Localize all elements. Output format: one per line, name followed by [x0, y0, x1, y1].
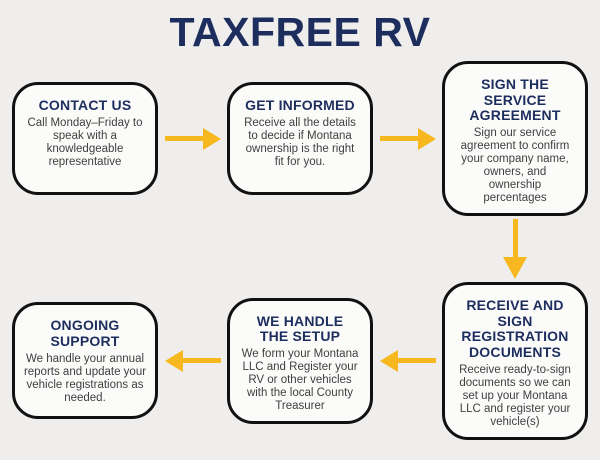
arrow-head — [202, 127, 221, 150]
arrow-head — [164, 349, 183, 372]
step-title: ONGOING SUPPORT — [50, 317, 120, 349]
step-box-we-handle-setup: WE HANDLE THE SETUP We form your Montana… — [227, 297, 373, 424]
step-box-sign-service-agreement: SIGN THE SERVICE AGREEMENT Sign our serv… — [442, 61, 588, 217]
arrow-shaft — [164, 136, 203, 142]
arrow-shaft — [379, 136, 418, 142]
step-box-ongoing-support: ONGOING SUPPORT We handle your annual re… — [12, 302, 158, 420]
arrow-head — [503, 257, 527, 280]
step-description: Receive all the details to decide if Mon… — [244, 116, 356, 168]
arrow-shaft — [397, 358, 436, 364]
step-box-get-informed: GET INFORMED Receive all the details to … — [227, 82, 373, 196]
arrow-down-icon — [442, 216, 588, 282]
step-title: WE HANDLE THE SETUP — [256, 312, 344, 345]
page-title: TAXFREE RV — [169, 9, 431, 55]
arrow-left-icon — [373, 349, 442, 372]
arrow-head — [417, 127, 436, 150]
flow-connector-row — [0, 216, 600, 282]
step-box-contact-us: CONTACT US Call Monday–Friday to speak w… — [12, 82, 158, 196]
step-title: RECEIVE AND SIGN REGISTRATION DOCUMENTS — [461, 297, 569, 361]
step-description: Receive ready-to-sign documents so we ca… — [459, 363, 571, 428]
arrow-right-icon — [158, 127, 227, 150]
arrow-shaft — [182, 358, 221, 364]
step-title: CONTACT US — [38, 97, 132, 114]
step-description: Call Monday–Friday to speak with a knowl… — [27, 116, 143, 168]
arrow-right-icon — [373, 127, 442, 150]
arrow-shaft — [512, 219, 518, 258]
step-title: GET INFORMED — [245, 97, 355, 114]
step-description: Sign our service agreement to confirm yo… — [460, 127, 570, 205]
arrow-left-icon — [158, 349, 227, 372]
arrow-head — [379, 349, 398, 372]
step-description: We form your Montana LLC and Register yo… — [241, 348, 359, 412]
step-title: SIGN THE SERVICE AGREEMENT — [469, 76, 561, 124]
step-description: We handle your annual reports and update… — [23, 352, 147, 404]
flow-row-top: CONTACT US Call Monday–Friday to speak w… — [0, 61, 600, 217]
step-box-receive-sign-registration-documents: RECEIVE AND SIGN REGISTRATION DOCUMENTS … — [442, 282, 588, 440]
flow-row-bottom: ONGOING SUPPORT We handle your annual re… — [0, 282, 600, 440]
